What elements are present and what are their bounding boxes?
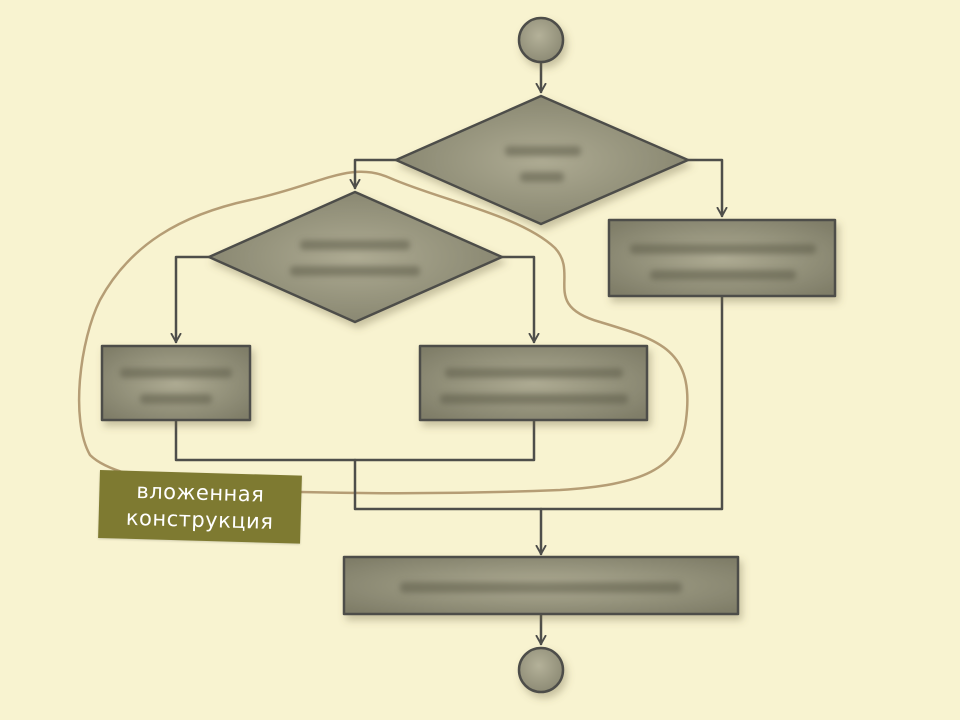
nested-right-process-block — [418, 344, 649, 422]
line-nested-merge — [174, 418, 536, 462]
nested-left-process-block — [100, 344, 252, 422]
blurred-label — [290, 266, 420, 276]
blurred-label — [140, 394, 212, 404]
blurred-label — [440, 394, 628, 404]
nested-construct-outline — [77, 170, 689, 495]
outer-condition-diamond — [394, 94, 690, 226]
blurred-label — [300, 240, 410, 250]
blurred-label — [445, 368, 623, 378]
blurred-label — [400, 582, 682, 593]
blurred-label — [650, 270, 796, 280]
callout-line-2: конструкция — [125, 505, 274, 534]
nested-condition-diamond — [207, 190, 504, 324]
blurred-label — [520, 172, 564, 182]
connector-lines — [170, 60, 728, 646]
line-outer-merge — [353, 294, 724, 511]
blurred-labels — [120, 146, 816, 593]
arrow-condition-left-branch — [349, 158, 398, 190]
arrow-nested-left-branch — [170, 255, 211, 344]
right-process-block — [607, 218, 837, 298]
arrow-condition-right-branch — [686, 158, 728, 218]
start-terminal — [517, 16, 565, 64]
blurred-label — [630, 244, 816, 254]
blurred-label — [120, 368, 232, 378]
end-terminal — [517, 646, 565, 694]
callout-line-1: вложенная — [136, 479, 265, 507]
blurred-label — [505, 146, 581, 156]
arrow-nested-right-branch — [500, 255, 540, 344]
nested-construct-callout: вложенная конструкция — [98, 470, 302, 544]
